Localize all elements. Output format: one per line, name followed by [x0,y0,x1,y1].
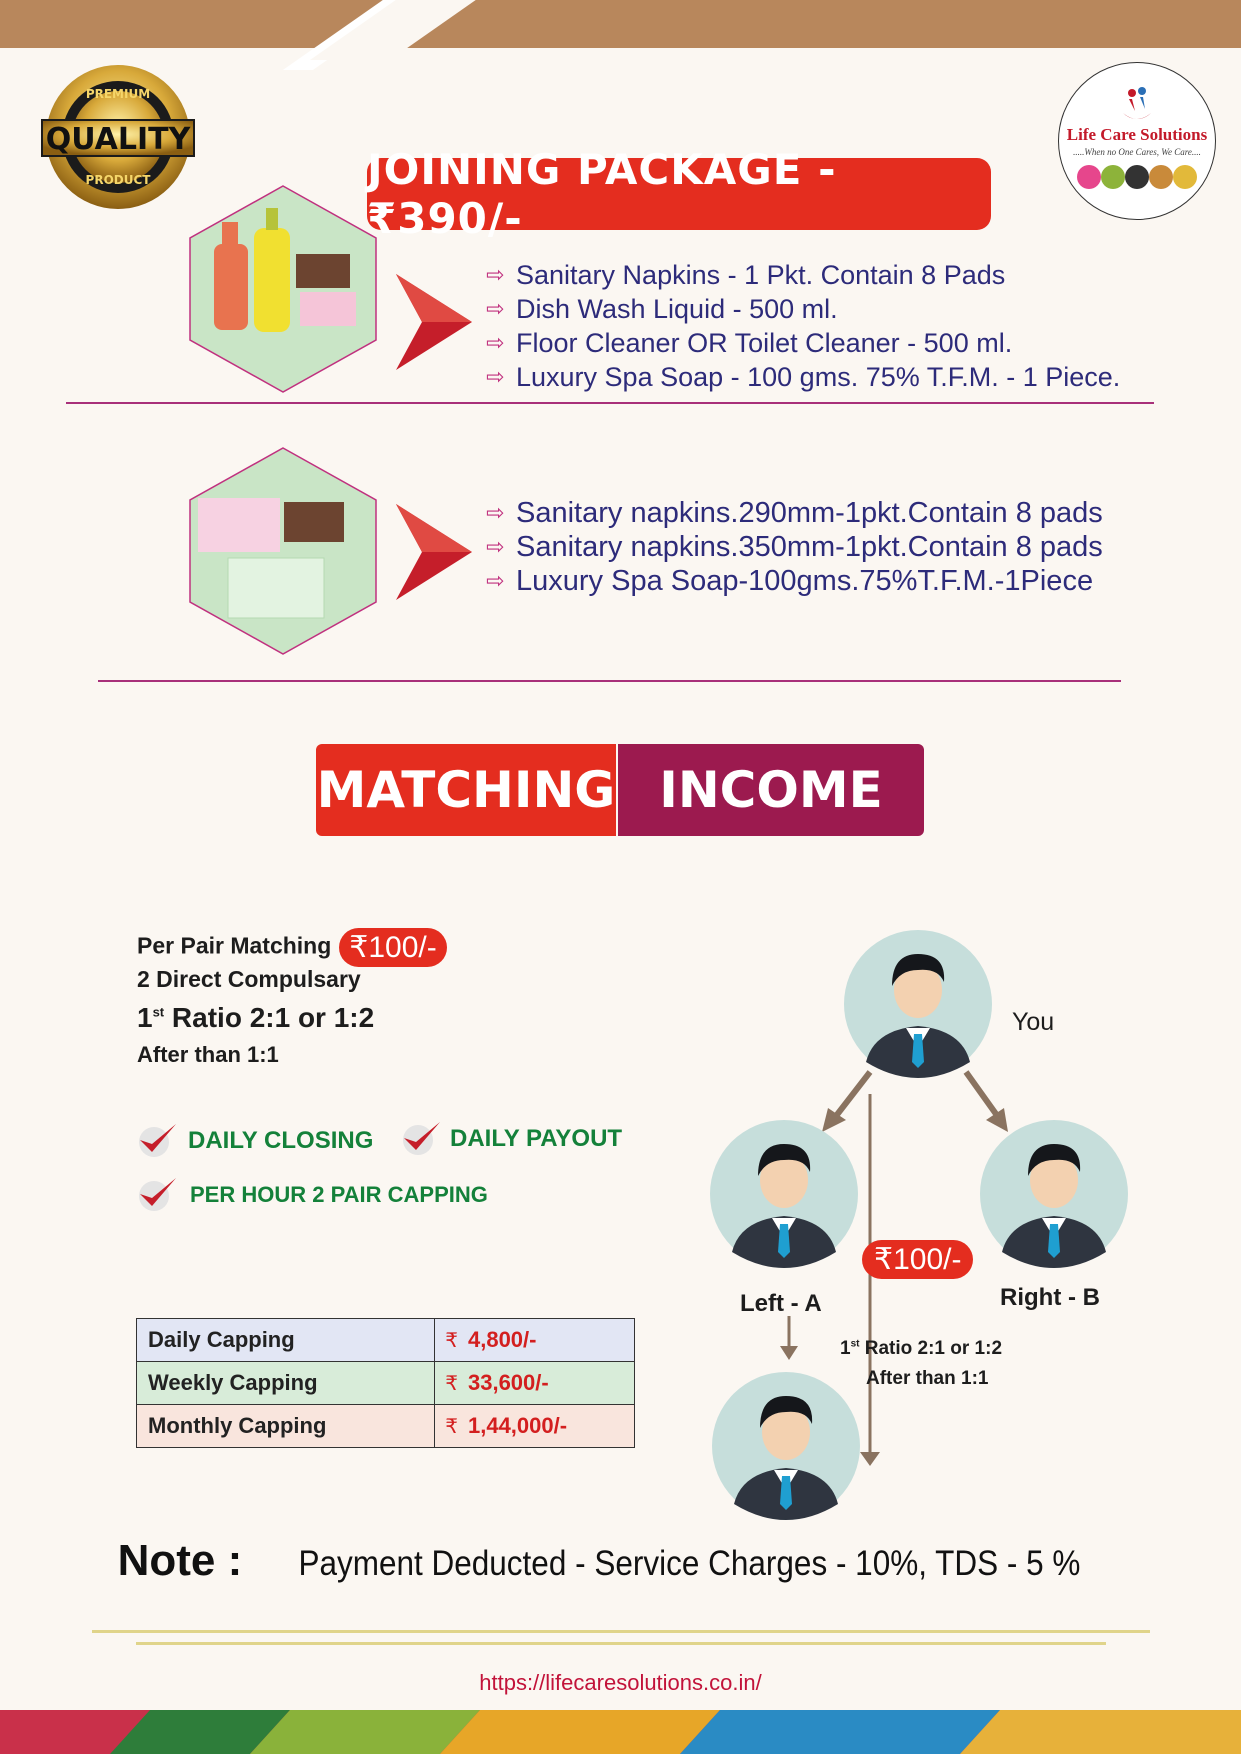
capping-label: Monthly Capping [135,1404,436,1448]
arrow-bullet-icon: ⇨ [486,330,505,355]
table-row: Weekly Capping ₹33,600/- [135,1361,635,1405]
list-item: ⇨Sanitary napkins.350mm-1pkt.Contain 8 p… [486,531,1103,563]
product-hexagon-2 [189,447,377,655]
logo-tagline: .....When no One Cares, We Care.... [1073,147,1201,157]
branch-arrows [822,1070,1008,1132]
section-divider [98,680,1121,682]
list-item: ⇨Luxury Spa Soap-100gms.75%T.F.M.-1Piece [486,565,1094,597]
right-arrow-icon [396,504,472,600]
right-b-label: Right - B [1000,1284,1100,1311]
user-avatar-left [710,1120,858,1268]
top-band [0,0,1241,48]
capping-table: Daily Capping ₹4,800/- Weekly Capping ₹3… [135,1318,635,1448]
per-pair-value-badge: ₹100/- [339,928,447,967]
tree-ratio-text: 1st Ratio 2:1 or 1:2 [840,1338,1003,1359]
badge-bottom-text: PRODUCT [86,173,152,187]
bottom-band [0,1710,1241,1754]
hour-capping-feature: PER HOUR 2 PAIR CAPPING [190,1182,488,1207]
note-body: Payment Deducted - Service Charges - 10%… [297,1544,1080,1583]
badge-top-text: PREMIUM [86,87,150,101]
ratio-text: 1st Ratio 2:1 or 1:2 [137,1002,375,1033]
table-row: Daily Capping ₹4,800/- [135,1318,635,1362]
hands-care-icon [1123,87,1151,119]
daily-payout-feature: DAILY PAYOUT [450,1125,623,1152]
arrow-bullet-icon: ⇨ [486,364,505,389]
user-avatar-downline [712,1372,860,1520]
rupee-icon: ₹ [445,1416,458,1438]
package-option-2-list: ⇨Sanitary napkins.290mm-1pkt.Contain 8 p… [486,496,1103,598]
pair-amount-badge: ₹100/- [862,1240,974,1279]
capping-value: ₹4,800/- [434,1318,635,1362]
per-pair-matching: Per Pair Matching₹100/- [137,928,447,967]
product-hexagon-1 [189,185,377,393]
checkmark-icon [403,1122,440,1155]
tree-after-text: After than 1:1 [866,1368,989,1389]
direct-requirement: 2 Direct Compulsary [137,966,361,992]
arrow-bullet-icon: ⇨ [486,262,505,287]
arrow-bullet-icon: ⇨ [486,534,505,559]
checkmark-icon [139,1124,176,1157]
capping-label: Daily Capping [135,1318,436,1362]
you-label: You [1012,1008,1055,1036]
down-arrow-icon [780,1316,798,1360]
capping-value: ₹33,600/- [434,1361,635,1405]
website-link[interactable]: https://lifecaresolutions.co.in/ [479,1670,762,1695]
footer-divider [136,1642,1106,1645]
rupee-icon: ₹ [445,1330,458,1352]
section-divider [66,402,1154,404]
joining-package-banner: JOINING PACKAGE -₹390/- [367,145,991,243]
badge-main-text: QUALITY [46,122,192,157]
right-arrow-icon [396,274,472,370]
left-a-label: Left - A [740,1290,822,1317]
income-banner: INCOME [618,744,924,836]
capping-value: ₹1,44,000/- [434,1404,635,1448]
list-item: ⇨Floor Cleaner OR Toilet Cleaner - 500 m… [486,328,1013,358]
arrow-bullet-icon: ⇨ [486,500,505,525]
arrow-bullet-icon: ⇨ [486,296,505,321]
arrow-bullet-icon: ⇨ [486,568,505,593]
capping-label: Weekly Capping [135,1361,436,1405]
note-label: Note : [117,1536,255,1585]
user-avatar-right [980,1120,1128,1268]
list-item: ⇨Luxury Spa Soap - 100 gms. 75% T.F.M. -… [486,362,1121,392]
after-ratio-text: After than 1:1 [137,1042,279,1067]
matching-banner: MATCHING [316,744,616,836]
user-avatar-you [844,930,992,1078]
product-circles-icon [1077,165,1197,189]
list-item: ⇨Dish Wash Liquid - 500 ml. [486,294,838,324]
checkmark-icon [139,1178,176,1211]
company-logo: Life Care Solutions .....When no One Car… [1058,62,1216,220]
daily-closing-feature: DAILY CLOSING [188,1127,374,1154]
note-text: Note : Payment Deducted - Service Charge… [0,1536,1241,1586]
logo-title: Life Care Solutions [1066,125,1208,144]
table-row: Monthly Capping ₹1,44,000/- [135,1404,635,1448]
package-option-1-list: ⇨Sanitary Napkins - 1 Pkt. Contain 8 Pad… [486,258,1120,394]
premium-quality-badge: QUALITY PREMIUM PRODUCT [41,65,195,209]
rupee-icon: ₹ [445,1373,458,1395]
list-item: ⇨Sanitary napkins.290mm-1pkt.Contain 8 p… [486,497,1103,529]
footer-divider [92,1630,1150,1633]
list-item: ⇨Sanitary Napkins - 1 Pkt. Contain 8 Pad… [486,260,1006,290]
